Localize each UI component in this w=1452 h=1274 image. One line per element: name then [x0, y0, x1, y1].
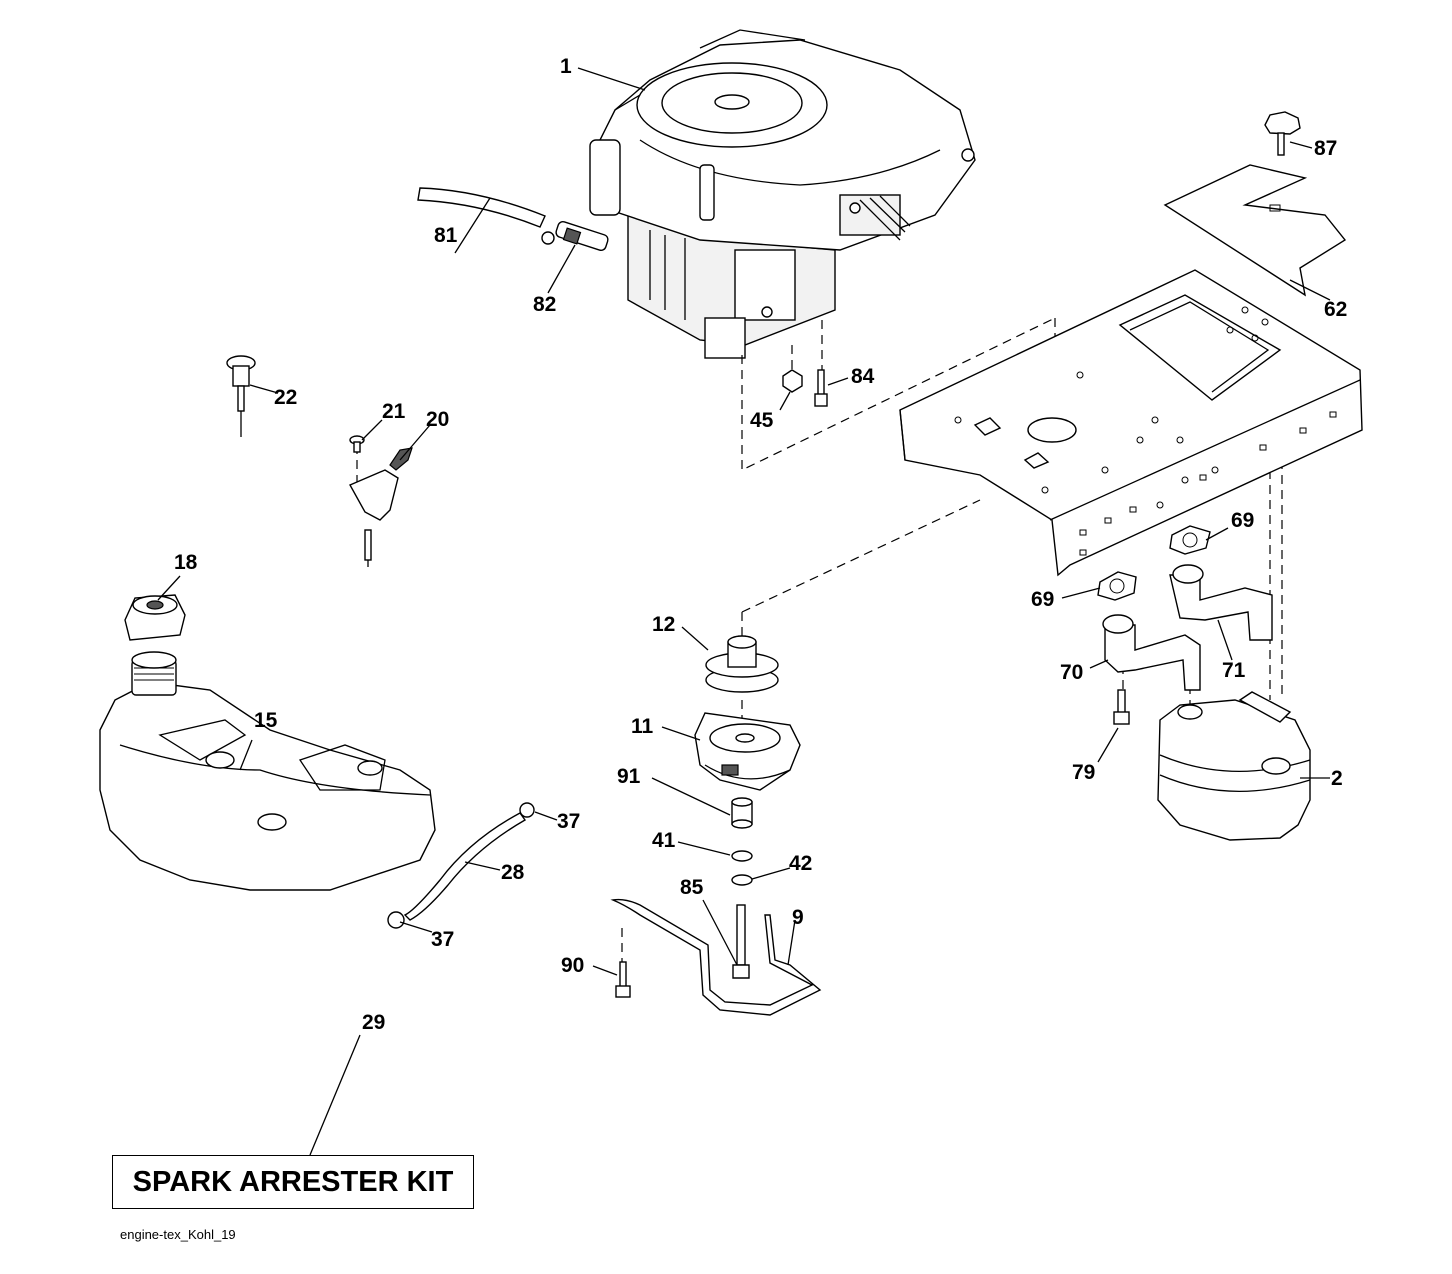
part-label-84: 84: [851, 365, 875, 388]
spark-arrester-kit-box: SPARK ARRESTER KIT: [112, 1155, 474, 1209]
part-label-12: 12: [652, 613, 676, 636]
part-label-2: 2: [1331, 767, 1343, 790]
part-label-9: 9: [792, 906, 804, 929]
engine-part: [589, 29, 976, 359]
part-label-22: 22: [274, 386, 298, 409]
screw-21: [349, 435, 365, 453]
exhaust-pipe-70: [1102, 614, 1201, 691]
bolt-84: [814, 369, 828, 407]
spark-arrester-kit-label: SPARK ARRESTER KIT: [132, 1165, 454, 1198]
nut-45: [782, 369, 803, 393]
bracket-9: [610, 898, 822, 1016]
washer-41: [731, 850, 753, 862]
choke-knob-22: [226, 355, 256, 437]
gasket-69-upper: [1169, 525, 1211, 555]
part-label-37-lower: 37: [431, 928, 455, 951]
part-label-85: 85: [680, 876, 704, 899]
lock-washer-42: [731, 874, 753, 886]
part-label-69-upper: 69: [1231, 509, 1255, 532]
part-label-18: 18: [174, 551, 198, 574]
part-label-82: 82: [533, 293, 557, 316]
part-label-41: 41: [652, 829, 676, 852]
mounting-frame: [899, 269, 1363, 577]
file-name: engine-tex_Kohl_19: [120, 1227, 236, 1242]
knob-87: [1264, 111, 1301, 156]
bolt-85: [732, 904, 750, 979]
pulley-12: [705, 635, 779, 693]
fuel-line-28: [403, 812, 527, 921]
fuel-cap-18: [124, 594, 186, 641]
part-label-15: 15: [254, 709, 278, 732]
muffler-2: [1157, 691, 1311, 841]
part-label-11: 11: [631, 715, 654, 738]
spacer-91: [731, 797, 753, 829]
part-label-1: 1: [560, 55, 572, 78]
bolt-90: [615, 961, 631, 998]
exhaust-pipe-71: [1169, 564, 1273, 641]
part-label-29: 29: [362, 1011, 386, 1034]
fuel-hose-81: [417, 187, 546, 228]
bolt-79: [1113, 689, 1130, 725]
part-label-45: 45: [750, 409, 774, 432]
fuel-tank-15: [99, 651, 436, 891]
part-label-71: 71: [1222, 659, 1246, 682]
part-label-87: 87: [1314, 137, 1338, 160]
clamp-37-lower: [387, 911, 405, 929]
part-label-70: 70: [1060, 661, 1084, 684]
part-label-20: 20: [426, 408, 450, 431]
pto-clutch-11: [694, 712, 801, 791]
part-label-79: 79: [1072, 761, 1096, 784]
part-label-37-upper: 37: [557, 810, 581, 833]
throttle-control-20: [349, 447, 413, 567]
fuel-filter-82: [541, 220, 609, 252]
part-label-62: 62: [1324, 298, 1348, 321]
clamp-37-upper: [519, 802, 535, 818]
part-label-21: 21: [382, 400, 406, 423]
part-label-81: 81: [434, 224, 458, 247]
part-label-91: 91: [617, 765, 641, 788]
part-label-28: 28: [501, 861, 525, 884]
gasket-69-lower: [1097, 571, 1137, 601]
part-label-69-lower: 69: [1031, 588, 1055, 611]
leader-lines: [157, 67, 1331, 1156]
part-label-90: 90: [561, 954, 585, 977]
part-label-42: 42: [789, 852, 813, 875]
